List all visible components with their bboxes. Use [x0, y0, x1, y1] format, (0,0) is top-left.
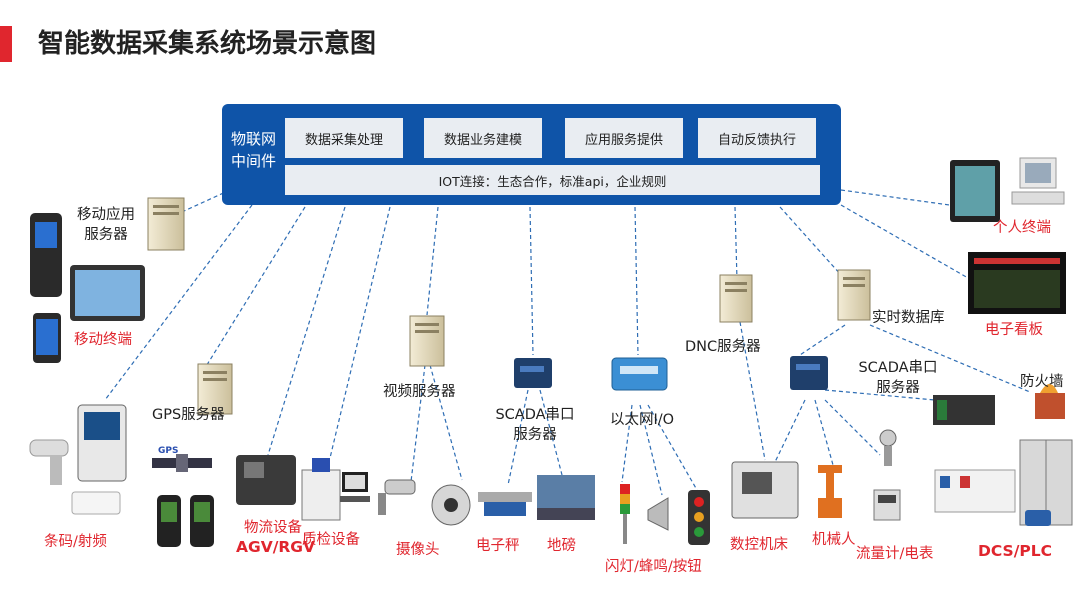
gps-handheld-1-icon [157, 495, 181, 547]
label-quality-equipment: 质检设备 [302, 532, 360, 548]
electric-meter-icon [873, 489, 901, 521]
touch-panel-icon [950, 160, 1000, 222]
title-accent-bar [0, 26, 12, 62]
weighbridge-icon [537, 475, 595, 520]
link-eio-buzzer [639, 404, 663, 496]
barcode-scanner-icon [29, 439, 69, 485]
label-flowmeter-meter: 流量计/电表 [856, 546, 934, 562]
label-mobile-terminal: 移动终端 [74, 332, 132, 348]
cnc-machine-icon [731, 461, 799, 519]
label-weighbridge: 地磅 [547, 538, 576, 554]
rfid-reader-icon [77, 404, 127, 482]
link-scada1-escale [507, 389, 529, 486]
label-scada-serial-server-1: SCADA串口服务器 [495, 407, 575, 443]
security-camera-icon [378, 479, 416, 515]
label-barcode-rfid: 条码/射频 [44, 534, 107, 550]
realtime-db-server-icon [837, 269, 871, 321]
page-title: 智能数据采集系统场景示意图 [38, 29, 377, 59]
mobile-app-server-icon [147, 197, 185, 251]
quality-instrument-icon [301, 458, 341, 521]
iot-middleware-label: 物联网中间件 [231, 130, 277, 170]
module-business-modeling: 数据业务建模 [424, 118, 542, 158]
gps-handheld-2-icon [190, 495, 214, 547]
link-video-dome [429, 364, 463, 481]
module-app-service: 应用服务提供 [565, 118, 683, 158]
plc-rack-icon [933, 395, 995, 425]
scada-serial-server-2-icon [790, 356, 828, 390]
link-iot-logistics [267, 206, 346, 456]
label-e-board: 电子看板 [985, 322, 1043, 338]
label-gps-server: GPS服务器 [152, 407, 225, 423]
signal-lamp-icon [620, 484, 630, 544]
label-realtime-db: 实时数据库 [872, 310, 945, 326]
link-iot-eboard [840, 204, 976, 283]
smartphone-icon [33, 313, 61, 363]
link-iot-gps [204, 206, 306, 369]
gps-server-icon [197, 363, 233, 415]
label-scada-serial-server-2: SCADA串口服务器 [858, 360, 938, 396]
label-agv-rgv: AGV/RGV [236, 538, 316, 556]
gps-device-label: GPS [158, 446, 179, 456]
tablet-icon [70, 265, 145, 321]
electronic-scale-icon [478, 492, 532, 516]
dnc-server-icon [719, 274, 753, 323]
button-panel-icon [688, 490, 710, 545]
link-iot-mobile-terminal [104, 204, 253, 401]
label-dcs-plc: DCS/PLC [978, 542, 1052, 560]
link-eio-lamp [621, 404, 633, 483]
link-realtime-scada2 [799, 324, 846, 356]
label-firewall: 防火墙 [1020, 374, 1064, 390]
link-scada2-meter [824, 399, 881, 456]
io-modules-icon [934, 469, 1016, 513]
link-scada1-weighbridge [539, 389, 563, 476]
motor-icon [1025, 510, 1051, 526]
link-iot-quality [329, 206, 391, 459]
gps-satellite-icon [152, 454, 212, 472]
ethernet-io-icon [611, 357, 668, 391]
link-scada2-robot [814, 399, 834, 466]
e-board-screen-icon [968, 252, 1066, 314]
scada-serial-server-1-icon [514, 358, 552, 388]
label-robot: 机械人 [812, 532, 856, 548]
link-iot-scada1 [529, 206, 534, 356]
module-auto-feedback: 自动反馈执行 [698, 118, 816, 158]
link-scada2-cnc [774, 399, 806, 463]
label-logistics-equipment: 物流设备 [244, 520, 302, 536]
link-dnc-cnc [739, 321, 766, 461]
module-data-collection: 数据采集处理 [285, 118, 403, 158]
label-ethernet-io: 以太网I/O [610, 412, 675, 428]
quality-monitor-icon [340, 472, 370, 502]
iot-connection-bar: IOT连接：生态合作，标准api，企业规则 [285, 165, 820, 195]
link-iot-dnc [734, 206, 738, 281]
label-mobile-app-server: 移动应用服务器 [77, 207, 135, 243]
industrial-robot-icon [818, 465, 842, 518]
link-eio-button [647, 404, 698, 491]
label-camera: 摄像头 [396, 542, 440, 558]
link-realtime-firewall [869, 324, 1031, 393]
label-video-server: 视频服务器 [383, 384, 456, 400]
video-server-icon [409, 315, 445, 367]
firewall-icon [1035, 384, 1065, 419]
logistics-device-icon [236, 455, 296, 505]
dome-camera-icon [431, 484, 471, 526]
desktop-pc-icon [1011, 157, 1065, 205]
label-personal-terminal: 个人终端 [993, 220, 1051, 236]
link-scada2-dcs [824, 389, 936, 401]
buzzer-icon [647, 497, 669, 531]
label-electronic-scale: 电子秤 [476, 538, 520, 554]
label-cnc-machine: 数控机床 [730, 537, 788, 553]
label-lamp-buzzer-button: 闪灯/蜂鸣/按钮 [605, 559, 702, 575]
link-iot-ethernet-io [634, 206, 639, 356]
rfid-card-icon [71, 491, 121, 515]
flowmeter-icon [879, 429, 897, 466]
label-dnc-server: DNC服务器 [685, 339, 761, 355]
handheld-pda-icon [30, 213, 62, 297]
